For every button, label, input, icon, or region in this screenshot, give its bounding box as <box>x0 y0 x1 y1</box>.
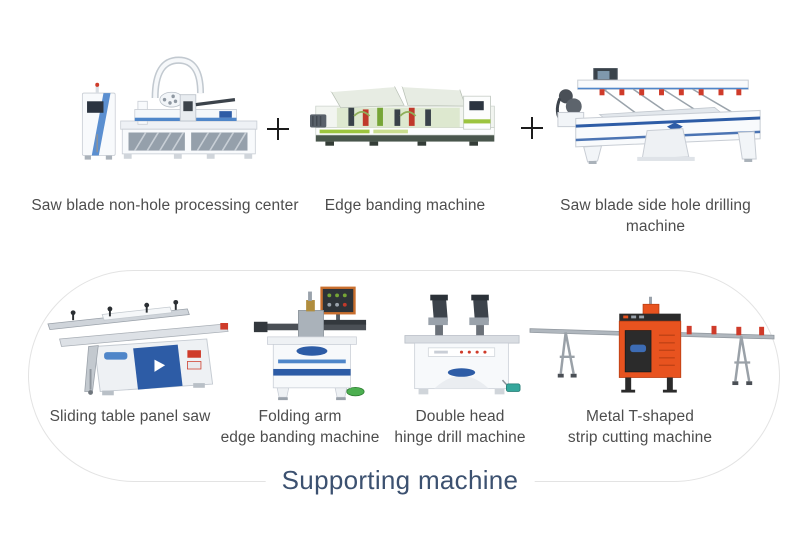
product-label-line: Folding arm <box>258 408 342 425</box>
plus-icon <box>267 118 289 140</box>
product-label: Double head hinge drill machine <box>365 406 555 448</box>
product-sliding-table-panel-saw <box>46 292 230 400</box>
product-edge-banding-machine <box>310 83 502 149</box>
product-label-line: Double head <box>415 408 505 425</box>
double-head-hinge-drill-illustration <box>404 294 521 395</box>
product-label-line: hinge drill machine <box>394 429 526 446</box>
product-label-line: edge banding machine <box>220 429 380 446</box>
folding-arm-edge-bander-illustration <box>253 286 367 401</box>
sliding-table-panel-saw-illustration <box>47 299 229 396</box>
plus-icon <box>521 117 543 139</box>
product-label-line: Sliding table panel saw <box>49 408 211 425</box>
product-label: Sliding table panel saw <box>30 406 230 427</box>
product-label: Metal T-shaped strip cutting machine <box>545 406 735 448</box>
product-folding-arm-edge-bander <box>252 284 368 402</box>
product-label: Saw blade side hole drilling machine <box>560 197 751 235</box>
t-strip-cutting-machine-illustration <box>529 296 775 393</box>
product-double-head-hinge-drill <box>401 289 523 401</box>
product-saw-blade-side-hole-drilling-machine <box>548 68 776 164</box>
product-label-line: Metal T-shaped <box>586 408 694 425</box>
cnc-processing-center-illustration <box>81 56 258 160</box>
supporting-machine-title: Supporting machine <box>265 464 535 496</box>
side-hole-drilling-machine-illustration <box>555 68 761 164</box>
product-label: Saw blade non-hole processing center <box>31 197 299 214</box>
edge-banding-machine-illustration <box>310 85 495 146</box>
product-label: Edge banding machine <box>324 197 486 214</box>
product-label: Folding arm edge banding machine <box>205 406 395 448</box>
product-t-strip-cutting-machine <box>528 293 776 401</box>
product-label-line: strip cutting machine <box>567 429 713 446</box>
product-saw-blade-non-hole-processing-center <box>80 52 260 167</box>
